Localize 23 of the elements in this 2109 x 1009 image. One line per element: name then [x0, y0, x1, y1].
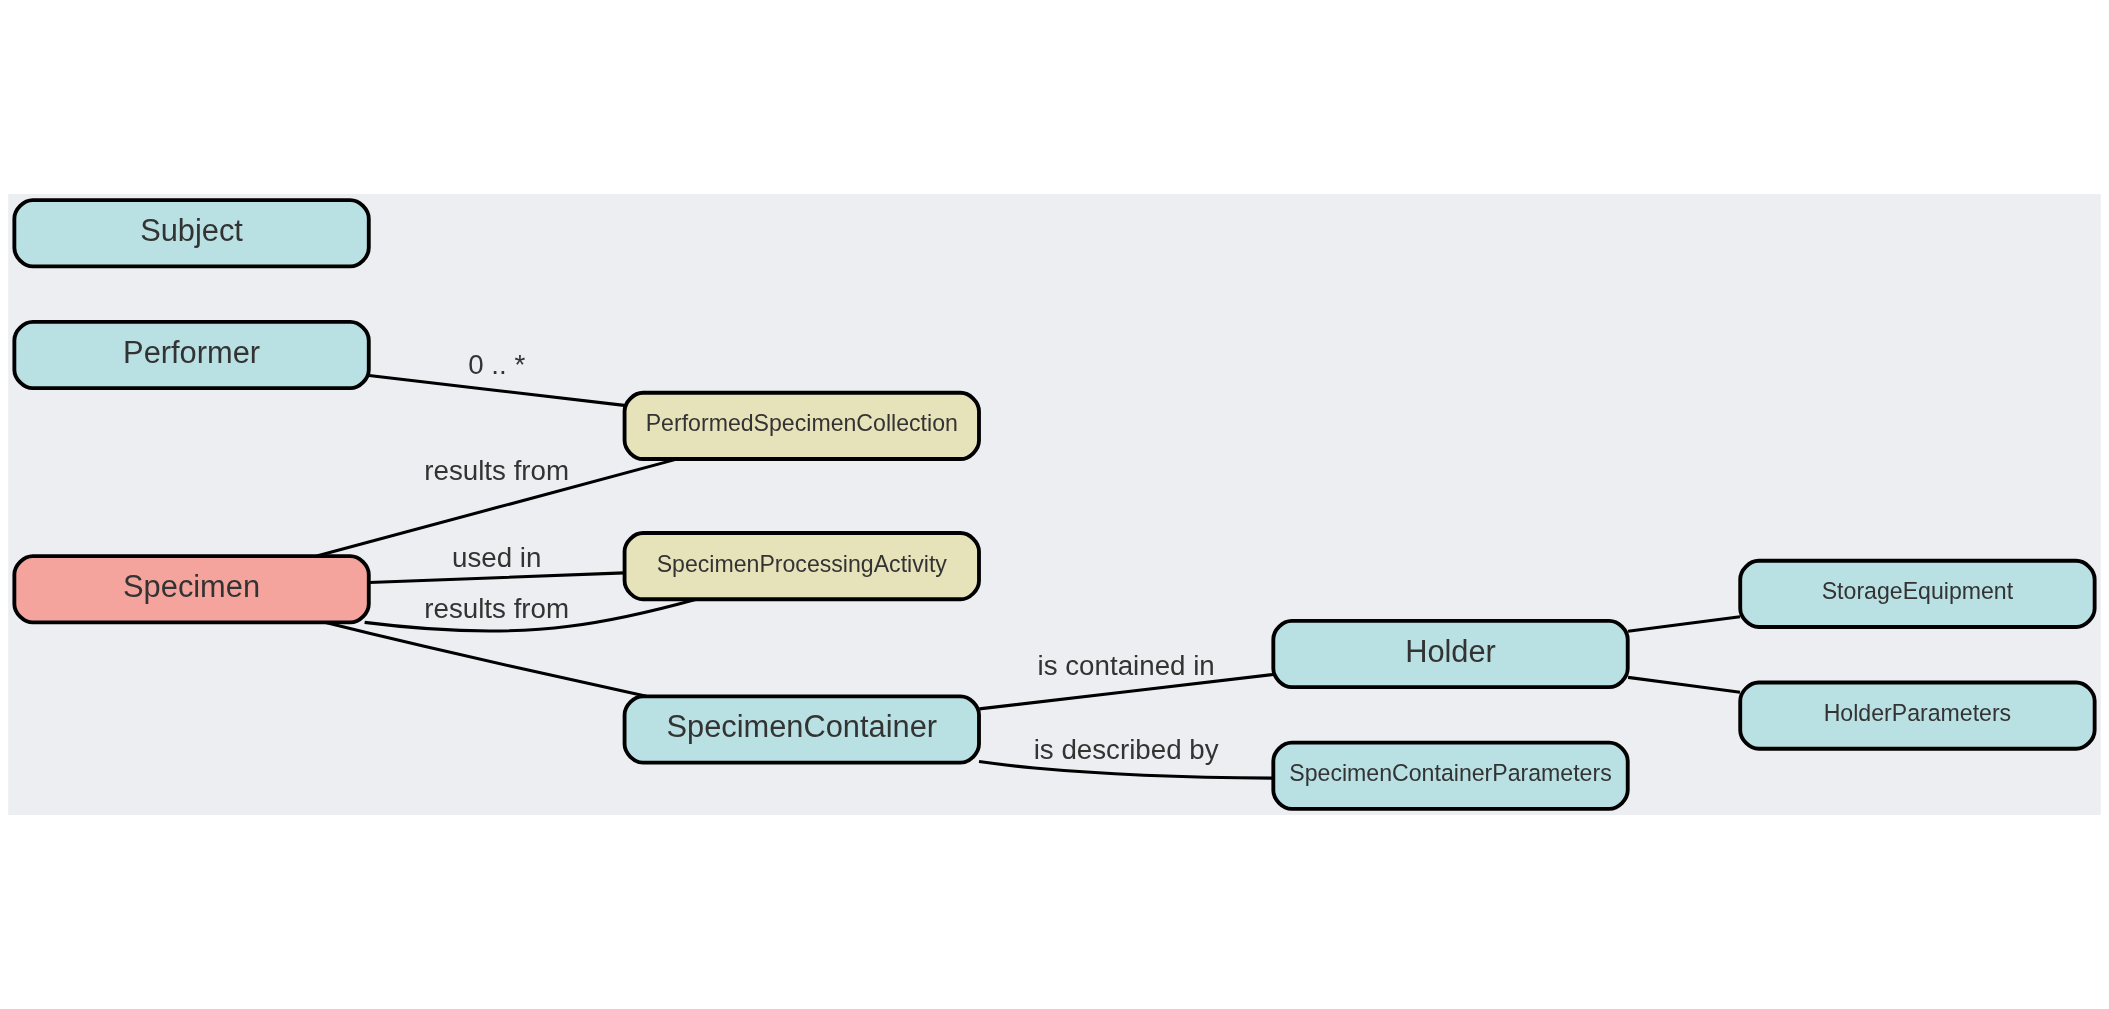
connector	[325, 621, 647, 698]
edge-label: used in	[451, 541, 542, 573]
node-box: SpecimenProcessingActivity	[622, 531, 981, 602]
edge-label: results from	[424, 455, 570, 487]
node-box: Performer	[12, 319, 371, 391]
edge-label: 0 .. *	[468, 349, 526, 381]
node-box: StorageEquipment	[1738, 558, 2097, 629]
connector	[979, 673, 1274, 711]
node-box: SpecimenContainerParameters	[1271, 740, 1630, 811]
node-box: Subject	[12, 198, 371, 269]
node-box: Specimen	[12, 554, 371, 625]
node-box: PerformedSpecimenCollection	[622, 390, 981, 461]
node-box: SpecimenContainer	[622, 694, 981, 765]
edge-label: is contained in	[1037, 649, 1215, 681]
connector	[1627, 675, 1741, 694]
node-box: HolderParameters	[1738, 680, 2097, 751]
node-box: Holder	[1271, 618, 1630, 690]
connector	[1627, 615, 1741, 633]
edge-label: is described by	[1033, 734, 1219, 766]
edge-label: results from	[424, 592, 570, 624]
connector	[368, 374, 625, 407]
connector	[978, 760, 1274, 780]
connector	[369, 571, 625, 585]
